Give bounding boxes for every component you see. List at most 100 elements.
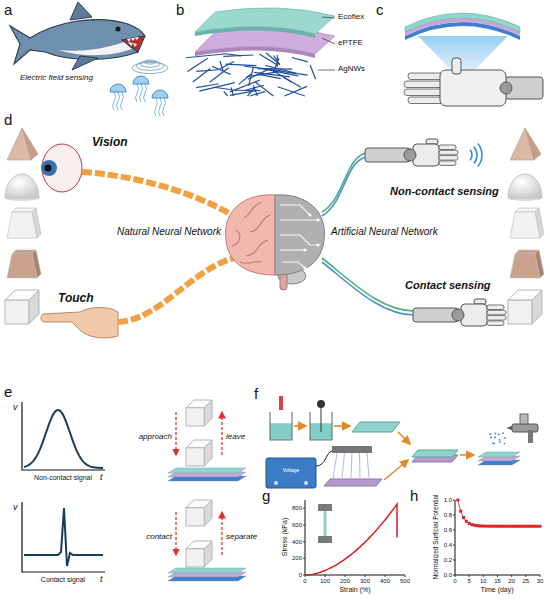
sensor-layer xyxy=(405,13,520,32)
circuit-node xyxy=(308,213,311,216)
cube-top xyxy=(5,290,39,300)
panel-letter: d xyxy=(4,112,12,127)
spray-dot xyxy=(489,433,491,435)
robot-joint xyxy=(404,149,416,161)
tick-mark xyxy=(497,575,498,577)
jelly-tentacle xyxy=(121,92,124,110)
shark-fin xyxy=(70,2,92,20)
panel-letter: g xyxy=(262,488,270,503)
sense-label: Touch xyxy=(58,292,94,304)
axis-label: t xyxy=(100,575,103,584)
nanowire xyxy=(223,55,253,56)
motion-arrow xyxy=(175,512,176,555)
brain-gyrus xyxy=(250,215,270,232)
data-point xyxy=(502,525,505,528)
panel-letter: h xyxy=(410,488,418,503)
frustum-front xyxy=(7,254,37,278)
tick-label: 300 xyxy=(360,578,370,584)
spray-jet xyxy=(333,453,337,478)
shark-fin xyxy=(72,56,98,70)
data-point xyxy=(516,525,519,528)
signal-curve xyxy=(24,508,103,566)
cube-top xyxy=(186,500,212,508)
robot-finger xyxy=(487,305,504,310)
data-point xyxy=(485,525,488,528)
supply-wire xyxy=(316,451,332,466)
data-point xyxy=(471,523,474,526)
robot-thumb xyxy=(426,139,438,144)
robot-forearm xyxy=(365,148,410,162)
eye-iris xyxy=(41,160,57,176)
tick-mark xyxy=(511,575,512,577)
tick-label: 400 xyxy=(292,539,302,545)
jellyfish-bell xyxy=(110,84,126,92)
tick-label: 500 xyxy=(400,578,410,584)
cube-top xyxy=(186,400,212,408)
tick-mark xyxy=(453,515,455,516)
jellyfish-bell xyxy=(133,76,149,84)
frustum-top xyxy=(12,208,36,212)
tick-mark xyxy=(453,530,455,531)
beaker-glass xyxy=(270,412,292,440)
jelly-tentacle xyxy=(117,92,120,110)
motion-label: contact xyxy=(146,533,172,541)
panel-letter: a xyxy=(4,2,12,17)
tick-label: 400 xyxy=(380,578,390,584)
circuit-node xyxy=(316,243,319,246)
stirrer-rod xyxy=(321,404,322,432)
cast-film xyxy=(352,422,400,432)
nerve-fiber xyxy=(118,258,234,322)
frustum-front xyxy=(7,212,37,238)
axis-title: Strain (%) xyxy=(339,586,370,593)
brain-gyrus xyxy=(244,202,262,218)
shark-body xyxy=(10,20,145,64)
sense-label: Vision xyxy=(92,136,128,148)
layer-label: ePTFE xyxy=(338,39,363,47)
stirrer-ball xyxy=(317,400,325,408)
axis-label: v xyxy=(13,403,18,412)
data-point xyxy=(473,524,476,527)
cube-top xyxy=(186,440,212,448)
cube-front xyxy=(508,300,532,324)
spray-dot xyxy=(492,442,494,444)
nanowire xyxy=(274,55,280,65)
cube-top xyxy=(508,290,542,300)
shark-eye xyxy=(116,27,121,32)
stress-curve xyxy=(305,504,397,575)
data-point xyxy=(496,525,499,528)
panel-c-art xyxy=(404,13,543,106)
motion-arrow xyxy=(221,512,222,555)
cube-top xyxy=(186,541,212,549)
nanowire xyxy=(310,65,316,79)
robot-finger xyxy=(439,145,456,150)
jelly-tentacle xyxy=(155,98,158,116)
robot-palm xyxy=(461,304,487,326)
tick-label: 0 xyxy=(299,572,302,578)
tick-mark xyxy=(453,575,455,576)
tick-label: 0.6 xyxy=(444,527,452,533)
dome-shape xyxy=(5,174,39,198)
robot-finger xyxy=(487,321,504,326)
data-point xyxy=(468,522,471,525)
tick-mark xyxy=(525,575,526,577)
dome-shape xyxy=(508,174,542,198)
spray-dot xyxy=(494,437,496,439)
tick-mark xyxy=(483,575,484,577)
tick-mark xyxy=(453,500,455,501)
stacked-film xyxy=(412,450,458,457)
cube-front xyxy=(5,300,29,324)
leader-line xyxy=(322,38,335,44)
panel-b-art xyxy=(186,8,335,96)
pipette xyxy=(279,396,283,410)
data-point xyxy=(459,510,462,513)
circuit-node xyxy=(303,266,306,269)
grip-clamp xyxy=(318,536,332,543)
tick-label: 15 xyxy=(494,578,501,584)
tick-mark xyxy=(303,525,305,526)
tick-mark xyxy=(345,575,346,577)
signal-curve xyxy=(24,410,103,468)
brain-gyrus xyxy=(246,240,268,256)
data-point xyxy=(539,525,542,528)
tick-mark xyxy=(303,575,305,576)
